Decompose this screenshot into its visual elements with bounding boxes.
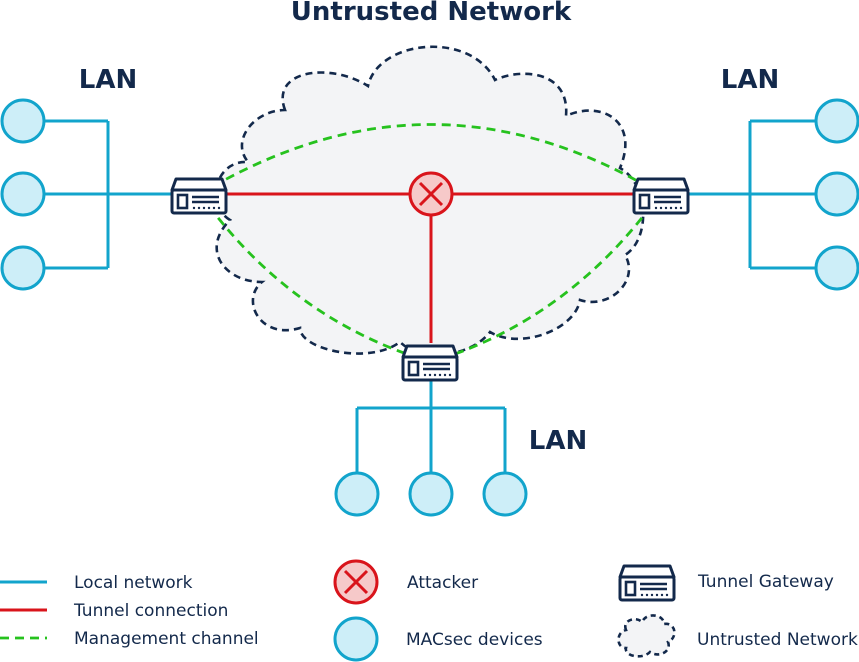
- legend-macsec-label: MACsec devices: [406, 630, 543, 650]
- diagram-title: Untrusted Network: [291, 0, 572, 27]
- macsec-device-icon: [814, 98, 859, 144]
- legend: Local network Tunnel connection Manageme…: [0, 559, 858, 662]
- bottom-lan-wiring: [355, 380, 507, 474]
- lan-label-left: LAN: [79, 65, 137, 95]
- macsec-device-icon: [333, 616, 379, 662]
- right-lan-wiring: [688, 119, 816, 270]
- management-channel: [198, 123, 662, 364]
- legend-local-network-label: Local network: [74, 573, 193, 593]
- legend-attacker-label: Attacker: [407, 573, 478, 593]
- macsec-device-icon: [814, 171, 859, 217]
- lan-label-right: LAN: [721, 65, 779, 95]
- macsec-device-icon: [0, 245, 46, 291]
- tunnel-gateway-icon: [618, 564, 676, 602]
- macsec-device-icon: [408, 471, 454, 517]
- legend-management-label: Management channel: [74, 629, 259, 649]
- tunnel-connections: [226, 192, 634, 343]
- left-lan-wiring: [44, 119, 172, 270]
- macsec-device-icon: [334, 471, 380, 517]
- cloud-icon: [617, 614, 676, 658]
- attacker-icon: [408, 171, 454, 217]
- legend-untrusted-network-label: Untrusted Network: [697, 630, 858, 650]
- lan-label-bottom: LAN: [529, 426, 587, 456]
- macsec-device-icon: [814, 245, 859, 291]
- attacker-icon: [333, 559, 379, 605]
- tunnel-gateway-icon: [632, 177, 690, 215]
- legend-gateway-label: Tunnel Gateway: [697, 572, 834, 592]
- macsec-device-icon: [0, 98, 46, 144]
- tunnel-gateway-icon: [170, 177, 228, 215]
- macsec-device-icon: [0, 171, 46, 217]
- macsec-device-icon: [482, 471, 528, 517]
- legend-tunnel-label: Tunnel connection: [73, 601, 228, 621]
- tunnel-gateway-icon: [401, 344, 459, 382]
